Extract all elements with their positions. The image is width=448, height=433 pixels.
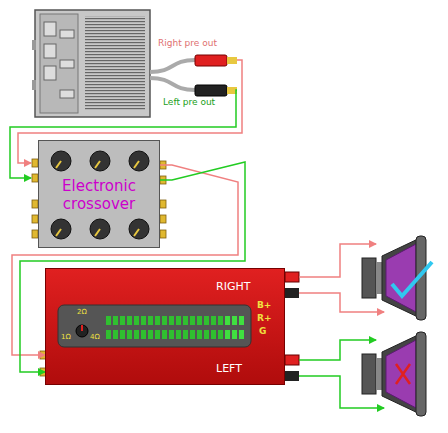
amplifier-box: RIGHT B+ R+ G LEFT 2Ω 1Ω 4Ω xyxy=(45,268,285,385)
impedance-label: 4Ω xyxy=(90,333,100,341)
channel-label: LEFT xyxy=(216,362,242,375)
crossover-box: Electronic crossover xyxy=(38,140,160,248)
terminal-label: G xyxy=(259,326,266,336)
device-title: Electronic crossover xyxy=(43,177,155,213)
subwoofer xyxy=(362,332,426,416)
terminal-label: R+ xyxy=(257,313,271,323)
head-unit xyxy=(32,10,150,117)
rca-cable xyxy=(150,55,237,96)
subwoofer xyxy=(362,236,432,320)
signal-label: Left pre out xyxy=(163,97,215,107)
signal-label: Right pre out xyxy=(158,38,217,48)
terminal-label: B+ xyxy=(257,300,271,310)
amp-terminals xyxy=(285,272,299,381)
channel-label: RIGHT xyxy=(216,280,250,293)
impedance-label: 2Ω xyxy=(77,308,87,316)
speaker-wire xyxy=(299,244,384,408)
impedance-label: 1Ω xyxy=(61,333,71,341)
